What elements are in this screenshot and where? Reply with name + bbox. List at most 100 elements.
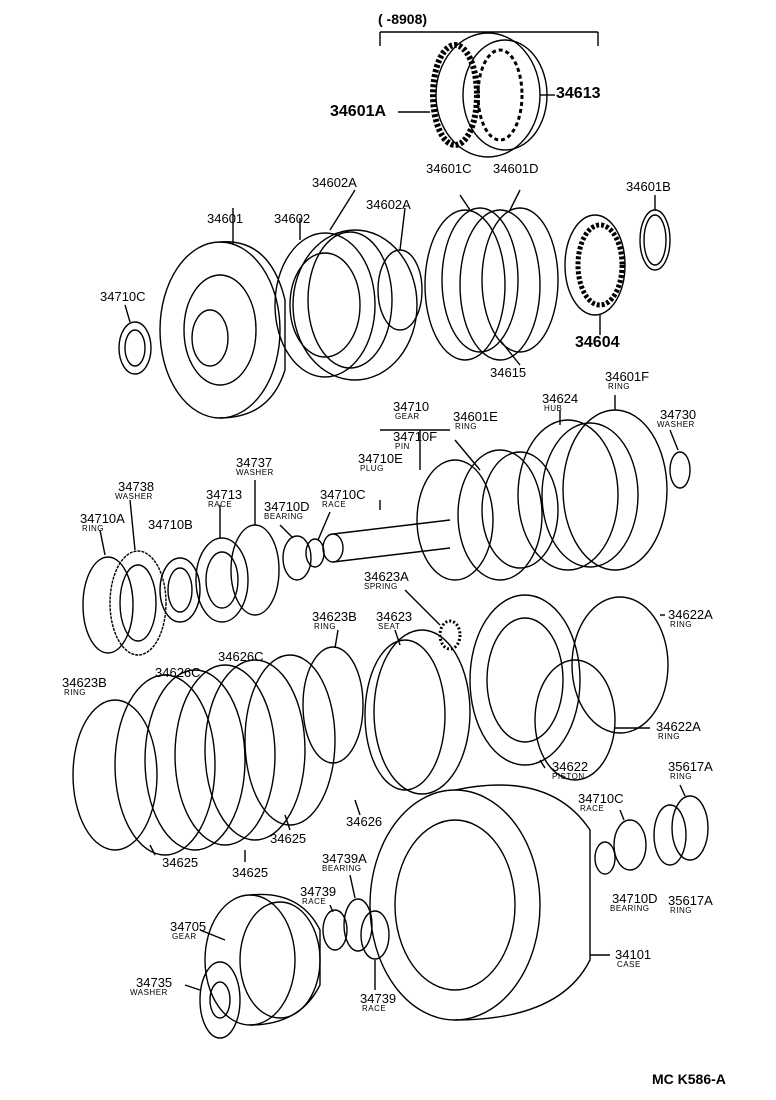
label-34730-sub: WASHER xyxy=(657,420,695,429)
race-34710C-mid xyxy=(305,511,331,568)
ring-34710A xyxy=(82,529,134,654)
label-34101-sub: CASE xyxy=(617,960,641,969)
washer-34737 xyxy=(230,480,280,616)
label-34626: 34626 xyxy=(346,814,383,829)
clutch-pack-34601C xyxy=(424,189,559,366)
label-34604: 34604 xyxy=(575,334,620,351)
washer-34730 xyxy=(669,429,691,489)
label-34710D-1-sub: BEARING xyxy=(264,512,304,521)
bearing-34710D-upper xyxy=(279,524,312,581)
label-34622A-2-sub: RING xyxy=(658,732,680,741)
hub-34624 xyxy=(517,410,639,571)
label-34625-1: 34625 xyxy=(270,831,307,846)
range-header: ( -8908) xyxy=(378,11,428,27)
label-34710B: 34710B xyxy=(148,517,193,532)
label-34710C-3: 34710C xyxy=(578,791,624,806)
label-35617A-1-sub: RING xyxy=(670,772,692,781)
ring-34602A xyxy=(292,189,423,381)
label-34625-3: 34625 xyxy=(232,865,269,880)
label-34622A-1-sub: RING xyxy=(670,620,692,629)
label-34615: 34615 xyxy=(490,365,527,380)
label-34622A-2: 34622A xyxy=(656,719,701,734)
label-34730: 34730 xyxy=(660,407,697,422)
label-34623B-2: 34623B xyxy=(62,675,107,690)
label-34601B: 34601B xyxy=(626,179,671,194)
label-34710C-1: 34710C xyxy=(100,289,146,304)
label-34713-sub: RACE xyxy=(208,500,233,509)
label-34602A-2: 34602A xyxy=(366,197,411,212)
label-34622A-1: 34622A xyxy=(668,607,713,622)
label-34705-sub: GEAR xyxy=(172,932,197,941)
label-34623-sub: SEAT xyxy=(378,622,401,631)
label-34624: 34624 xyxy=(542,391,579,406)
label-34710F-sub: PIN xyxy=(395,442,410,451)
label-34738: 34738 xyxy=(118,479,155,494)
race-34710C-lower xyxy=(594,841,616,875)
ring-34623B xyxy=(302,629,364,764)
label-34602A-1: 34602A xyxy=(312,175,357,190)
label-34739-2: 34739 xyxy=(360,991,397,1006)
label-34739A-sub: BEARING xyxy=(322,864,362,873)
race-34739-lower xyxy=(322,904,390,990)
label-34710F: 34710F xyxy=(393,429,438,444)
gear-34738 xyxy=(109,499,167,656)
clutch-plates-34625 xyxy=(72,654,336,862)
washer-34735 xyxy=(184,961,241,1039)
bearing-34710B xyxy=(159,557,201,623)
label-34626C-2: 34626C xyxy=(218,649,264,664)
label-34739A: 34739A xyxy=(322,851,367,866)
label-35617A-2: 35617A xyxy=(668,893,713,908)
label-34739-1: 34739 xyxy=(300,884,337,899)
label-34705: 34705 xyxy=(170,919,207,934)
label-34735-sub: WASHER xyxy=(130,988,168,997)
label-34601C: 34601C xyxy=(426,161,472,176)
ring-34601F xyxy=(562,395,668,571)
drum-34601 xyxy=(159,208,286,419)
label-34735: 34735 xyxy=(136,975,173,990)
label-34710C-2-sub: RACE xyxy=(322,500,347,509)
header-bracket xyxy=(379,31,599,46)
label-34739-2-sub: RACE xyxy=(362,1004,387,1013)
label-34710E: 34710E xyxy=(358,451,403,466)
label-34737: 34737 xyxy=(236,455,273,470)
label-34710D-2-sub: BEARING xyxy=(610,904,650,913)
case-34101 xyxy=(369,784,610,1021)
gear-34705 xyxy=(199,893,321,1026)
label-35617A-1: 35617A xyxy=(668,759,713,774)
label-34601A: 34601A xyxy=(330,103,387,120)
label-34601: 34601 xyxy=(207,211,244,226)
label-34613: 34613 xyxy=(556,85,601,102)
label-34623: 34623 xyxy=(376,609,413,624)
planetary-gear-34710 xyxy=(380,429,559,581)
piston-34622 xyxy=(469,594,581,769)
label-34601E-sub: RING xyxy=(455,422,477,431)
label-34601E: 34601E xyxy=(453,409,498,424)
label-34101: 34101 xyxy=(615,947,652,962)
label-34710C-3-sub: RACE xyxy=(580,804,605,813)
label-34623B-1: 34623B xyxy=(312,609,357,624)
label-34624-sub: HUB xyxy=(544,404,563,413)
label-34710C-2: 34710C xyxy=(320,487,366,502)
label-34738-sub: WASHER xyxy=(115,492,153,501)
seat-34623 xyxy=(354,629,471,816)
label-34625-2: 34625 xyxy=(162,855,199,870)
label-34623B-1-sub: RING xyxy=(314,622,336,631)
spring-pack-34604 xyxy=(564,214,626,335)
ring-34622A xyxy=(534,596,669,781)
label-34710D-1: 34710D xyxy=(264,499,310,514)
label-34710E-sub: PLUG xyxy=(360,464,384,473)
race-34713 xyxy=(195,505,249,623)
label-34626C-1: 34626C xyxy=(155,665,201,680)
label-34739-1-sub: RACE xyxy=(302,897,327,906)
label-34622-sub: PISTON xyxy=(552,772,585,781)
label-34601D: 34601D xyxy=(493,161,539,176)
label-34710D-2: 34710D xyxy=(612,891,658,906)
label-34622: 34622 xyxy=(552,759,589,774)
label-34710A-sub: RING xyxy=(82,524,104,533)
ring-34602 xyxy=(274,218,393,378)
label-34623A: 34623A xyxy=(364,569,409,584)
label-34710: 34710 xyxy=(393,399,430,414)
label-34601F: 34601F xyxy=(605,369,650,384)
spring-pack-top xyxy=(398,32,555,158)
label-34623B-2-sub: RING xyxy=(64,688,86,697)
